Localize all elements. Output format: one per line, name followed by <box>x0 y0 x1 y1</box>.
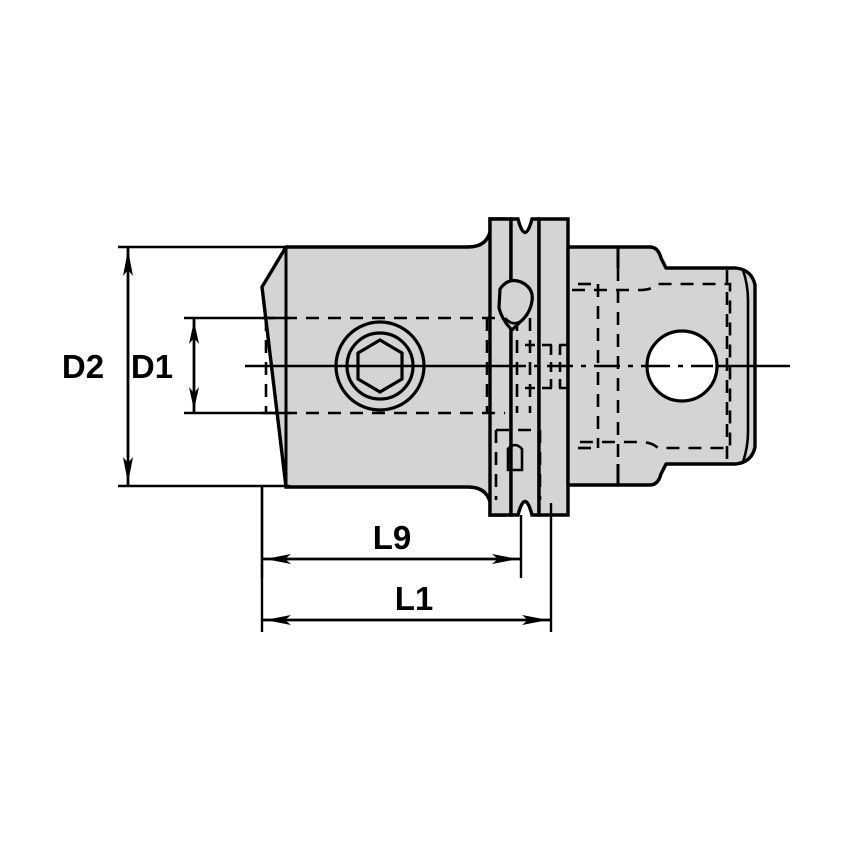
d1-arrow-bottom <box>189 387 199 410</box>
dimension-label-l1: L1 <box>395 580 434 617</box>
dimension-label-d2: D2 <box>62 348 104 385</box>
dimension-label-d1: D1 <box>131 348 173 385</box>
l1-arrow-right <box>522 615 548 625</box>
dimension-d2: D2 <box>62 245 290 488</box>
hsk-internal-taper-hidden-line <box>572 282 732 450</box>
l1-arrow-left <box>265 615 291 625</box>
d2-arrow-bottom <box>123 457 133 483</box>
hex-socket-icon <box>356 338 404 394</box>
lower-keyway-detail <box>506 443 524 472</box>
dimension-l1: L1 <box>260 487 553 632</box>
drive-key-tab-inner-edge <box>504 317 520 325</box>
l9-arrow-right <box>492 554 518 564</box>
l9-arrow-left <box>265 554 291 564</box>
d1-arrow-top <box>189 321 199 344</box>
drive-key-tab <box>497 278 534 332</box>
dimension-l9: L9 <box>260 487 523 578</box>
d2-arrow-top <box>123 250 133 276</box>
dimension-d1: D1 <box>131 316 290 415</box>
dimension-label-l9: L9 <box>373 519 412 556</box>
